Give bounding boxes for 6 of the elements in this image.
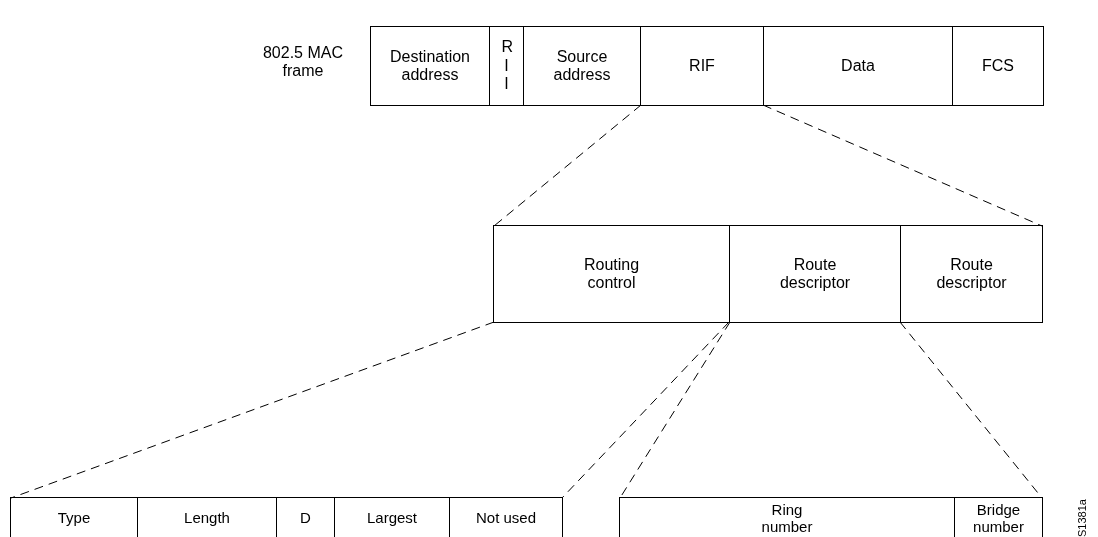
- expansion-line: [493, 104, 642, 227]
- figure-id: S1381a: [1076, 499, 1089, 537]
- expansion-line: [762, 104, 1043, 227]
- expansion-line: [10, 321, 495, 499]
- expansion-line: [561, 321, 730, 499]
- frame-label: 802.5 MAC frame: [261, 44, 344, 81]
